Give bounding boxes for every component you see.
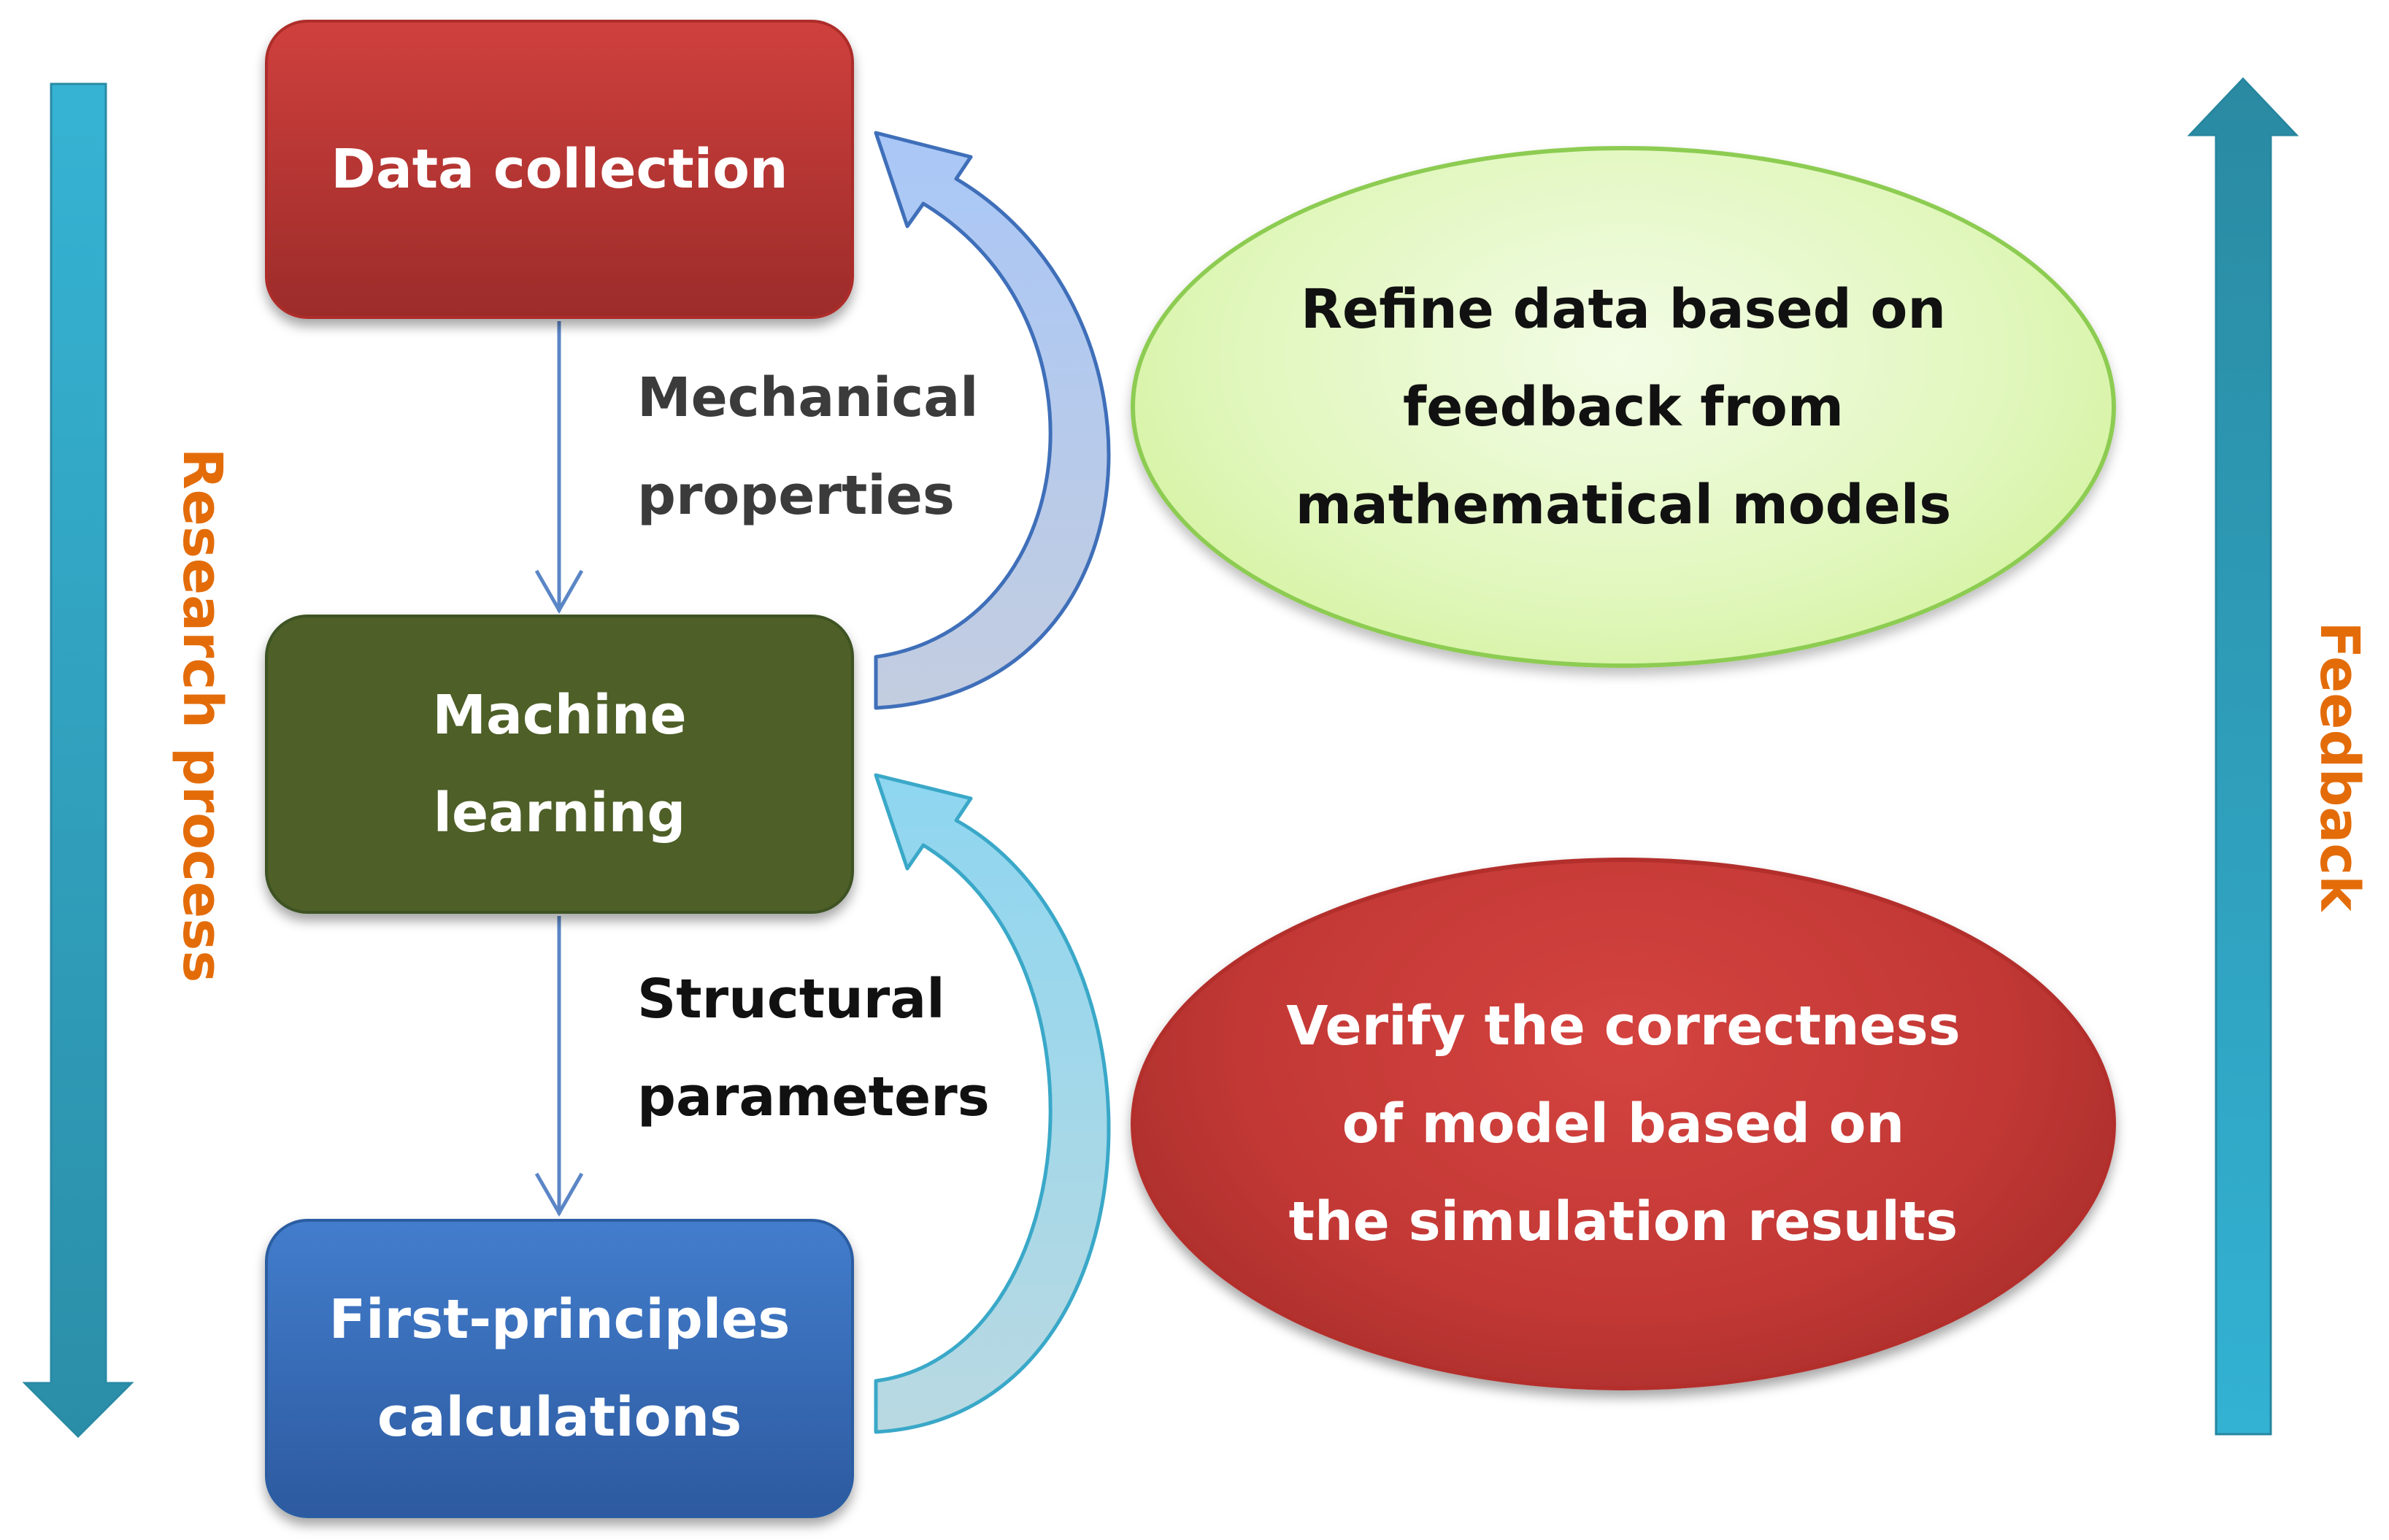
first-principles-node: First-principles calculations <box>265 1219 854 1518</box>
verify-line3: the simulation results <box>1288 1190 1958 1253</box>
refine-line1: Refine data based on <box>1300 277 1946 341</box>
data-collection-node: Data collection <box>265 20 854 319</box>
data-collection-label: Data collection <box>331 138 788 201</box>
structural-parameters-line2: parameters <box>637 1066 990 1128</box>
refine-data-ellipse: Refine data based on feedback from mathe… <box>1131 146 2116 668</box>
first-principles-label-line1: First-principles <box>328 1288 790 1351</box>
verify-model-ellipse: Verify the correctness of model based on… <box>1131 858 2116 1390</box>
structural-parameters-line1: Structural <box>637 968 945 1031</box>
structural-parameters-label: Structural parameters <box>637 950 990 1146</box>
connector-data-to-ml-head <box>534 569 584 615</box>
mechanical-properties-label: Mechanical properties <box>637 349 979 544</box>
connector-ml-to-fp-head <box>534 1172 584 1217</box>
feedback-arrow <box>2187 77 2299 1436</box>
verify-line1: Verify the correctness <box>1286 995 1961 1058</box>
refine-line3: mathematical models <box>1295 473 1952 536</box>
first-principles-label-line2: calculations <box>377 1386 742 1449</box>
research-process-arrow <box>22 82 134 1439</box>
mechanical-properties-line2: properties <box>637 464 955 527</box>
machine-learning-label-line1: Machine <box>432 684 687 747</box>
refine-line2: feedback from <box>1403 375 1844 439</box>
curved-arrow-ml-to-data <box>874 131 1111 710</box>
machine-learning-node: Machine learning <box>265 615 854 914</box>
verify-line2: of model based on <box>1342 1093 1905 1155</box>
curved-arrow-fp-to-ml <box>874 773 1111 1434</box>
machine-learning-label-line2: learning <box>433 782 686 844</box>
research-process-label: Research process <box>171 447 234 983</box>
feedback-label: Feedback <box>2308 621 2371 912</box>
mechanical-properties-line1: Mechanical <box>637 366 979 429</box>
